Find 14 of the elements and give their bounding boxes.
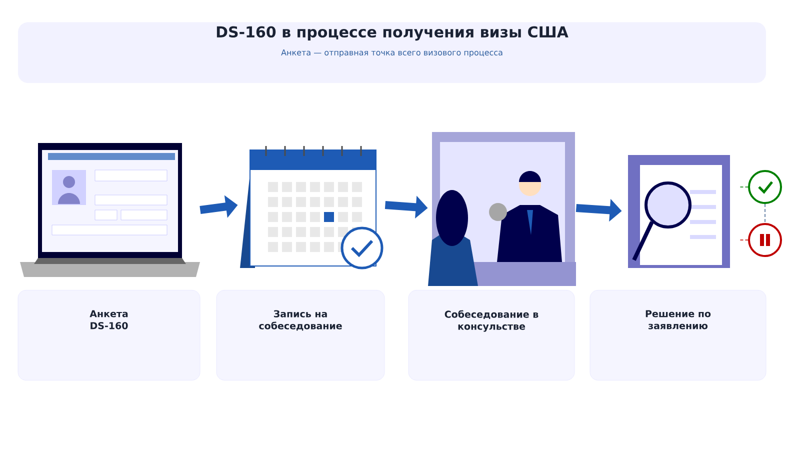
step-card: Запись на собеседование [216, 290, 385, 380]
connector-line [764, 204, 766, 224]
step-card: Собеседование в консульстве [408, 290, 575, 380]
calendar-drawing [240, 146, 384, 270]
interview-booth-drawing [428, 132, 576, 286]
step-card: Анкета DS-160 [18, 290, 200, 380]
connector-line [740, 186, 748, 188]
pause-icon [748, 223, 782, 257]
subtitle: Анкета — отправная точка всего визового процесса [281, 50, 502, 57]
folder-review-drawing [628, 155, 730, 268]
title: DS-160 в процессе получения визы США [216, 26, 568, 41]
laptop-drawing [20, 143, 200, 277]
check-icon [748, 170, 782, 204]
step-card: Решение по заявлению [590, 290, 766, 380]
